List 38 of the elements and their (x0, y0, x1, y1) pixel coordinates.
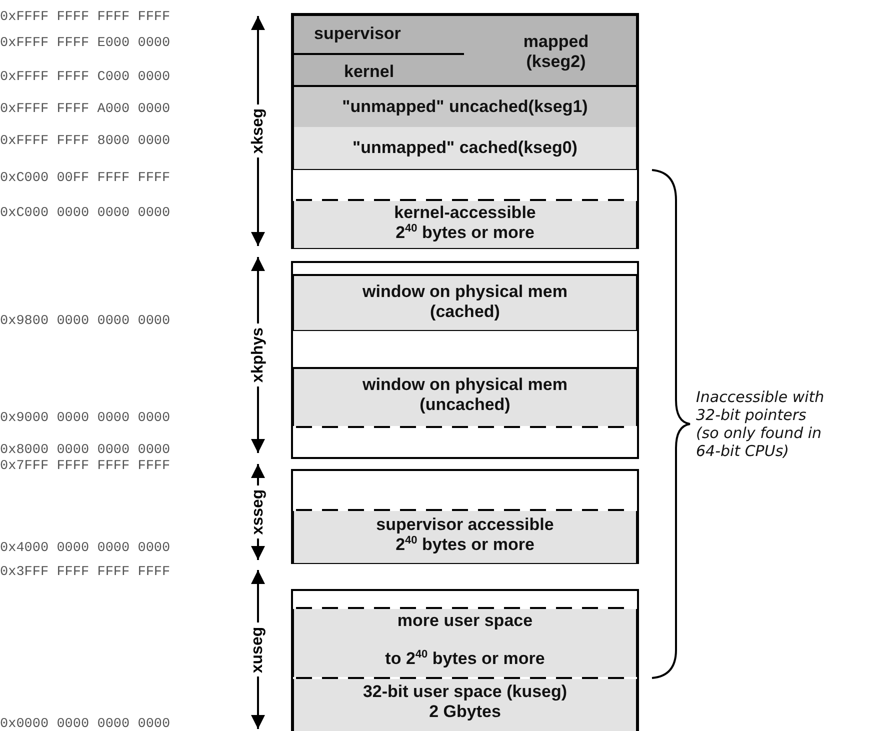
memory-segment (292, 609, 638, 677)
segment-label: 32-bit user space (kuseg) 2 Gbytes (362, 682, 568, 722)
segment-label: kernel (344, 62, 394, 82)
segment-label: mapped (kseg2) (522, 32, 590, 72)
memory-segment (292, 369, 638, 426)
memory-segment (292, 14, 638, 87)
address-label: 0xC000 0000 0000 0000 (0, 206, 170, 222)
segment-label: "unmapped" uncached(kseg1) (342, 97, 588, 117)
address-label: 0xFFFF FFFF E000 0000 (0, 36, 170, 52)
segment-label: supervisor accessible 2$^{40}$ bytes or more (375, 515, 555, 555)
segment-label: "unmapped" cached(kseg0) (352, 138, 578, 158)
segment-range-label: xkphys (250, 325, 266, 385)
segment-label: supervisor (314, 24, 401, 44)
memory-segment (292, 276, 638, 330)
segment-label: window on physical mem (cached) (362, 282, 568, 322)
memory-segment (292, 679, 638, 731)
address-label: 0x9800 0000 0000 0000 (0, 314, 170, 330)
memory-segment (292, 201, 638, 248)
address-label: 0x4000 0000 0000 0000 (0, 541, 170, 557)
address-label: 0xFFFF FFFF C000 0000 (0, 70, 170, 86)
address-label: 0x3FFF FFFF FFFF FFFF (0, 565, 170, 581)
address-label: 0x0000 0000 0000 0000 (0, 717, 170, 731)
segment-label: kernel-accessible 2$^{40}$ bytes or more (393, 203, 537, 243)
memory-segment (292, 127, 638, 169)
address-label: 0xFFFF FFFF FFFF FFFF (0, 10, 170, 26)
segment-label: window on physical mem (uncached) (362, 375, 568, 415)
address-label: 0x8000 0000 0000 0000 (0, 443, 170, 459)
address-label: 0xFFFF FFFF A000 0000 (0, 102, 170, 118)
memory-segment (292, 87, 638, 127)
address-label: 0xC000 00FF FFFF FFFF (0, 171, 170, 187)
address-label: 0x9000 0000 0000 0000 (0, 411, 170, 427)
segment-label: to 2$^{40}$ bytes or more (385, 649, 545, 669)
address-label: 0xFFFF FFFF 8000 0000 (0, 134, 170, 150)
segment-label: more user space (397, 611, 533, 631)
memory-segment (292, 511, 638, 563)
segment-range-label: xkseg (250, 106, 266, 156)
address-label: 0x7FFF FFFF FFFF FFFF (0, 459, 170, 475)
note-text: Inaccessible with 32-bit pointers (so only found in 64-bit CPUs) (696, 388, 826, 460)
